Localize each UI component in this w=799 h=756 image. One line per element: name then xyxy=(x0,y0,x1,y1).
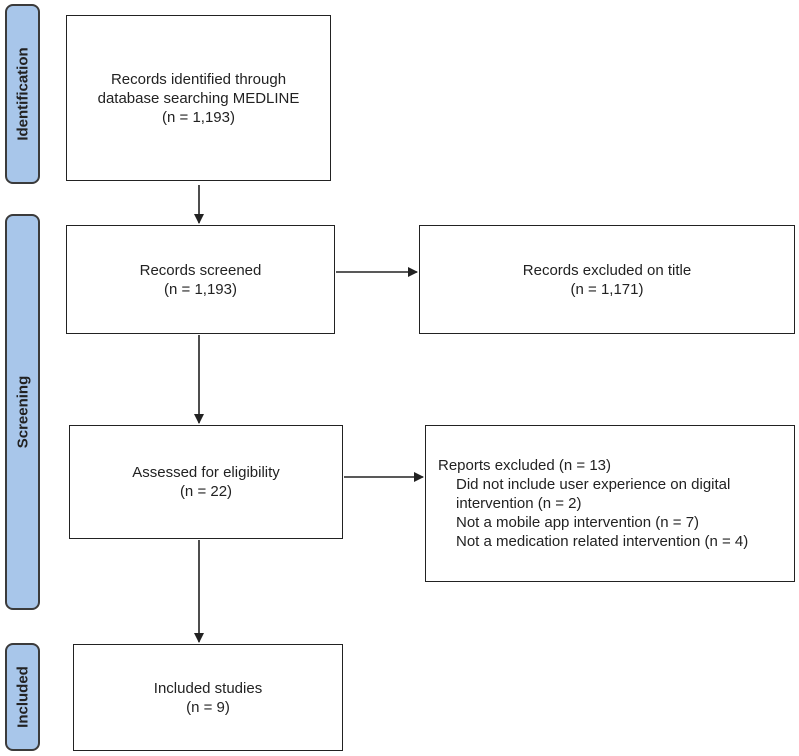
stage-included: Included xyxy=(5,643,40,751)
reports-excluded-reason: intervention (n = 2) xyxy=(456,495,582,512)
reports-excluded-heading: Reports excluded (n = 13) xyxy=(438,457,612,474)
included-studies-line1: Included studies xyxy=(153,679,263,697)
stage-screening-label: Screening xyxy=(14,375,31,449)
included-studies-count: (n = 9) xyxy=(186,698,230,716)
records-excluded-box: Records excluded on title (n = 1,171) xyxy=(419,225,795,334)
included-studies-box: Included studies (n = 9) xyxy=(73,644,343,751)
records-screened-count: (n = 1,193) xyxy=(164,280,237,298)
stage-included-label: Included xyxy=(14,666,31,728)
assessed-eligibility-count: (n = 22) xyxy=(179,483,233,500)
records-excluded-line1: Records excluded on title xyxy=(522,261,692,279)
reports-excluded-reason: Not a medication related intervention (n… xyxy=(456,533,749,550)
records-identified-box: Records identified through database sear… xyxy=(66,15,331,181)
records-identified-line2: database searching MEDLINE xyxy=(97,89,300,107)
reports-excluded-reason: Not a mobile app intervention (n = 7) xyxy=(456,514,700,531)
records-identified-count: (n = 1,193) xyxy=(162,108,235,126)
reports-excluded-box: Reports excluded (n = 13) Did not includ… xyxy=(425,425,795,582)
stage-screening: Screening xyxy=(5,214,40,610)
records-excluded-count: (n = 1,171) xyxy=(570,280,644,298)
assessed-eligibility-line1: Assessed for eligibility xyxy=(132,464,280,481)
records-screened-box: Records screened (n = 1,193) xyxy=(66,225,335,334)
reports-excluded-reason: Did not include user experience on digit… xyxy=(456,476,731,493)
stage-identification-label: Identification xyxy=(14,47,31,141)
records-identified-line1: Records identified through xyxy=(110,70,287,88)
stage-identification: Identification xyxy=(5,4,40,184)
assessed-eligibility-box: Assessed for eligibility (n = 22) xyxy=(69,425,343,539)
records-screened-line1: Records screened xyxy=(139,261,262,279)
